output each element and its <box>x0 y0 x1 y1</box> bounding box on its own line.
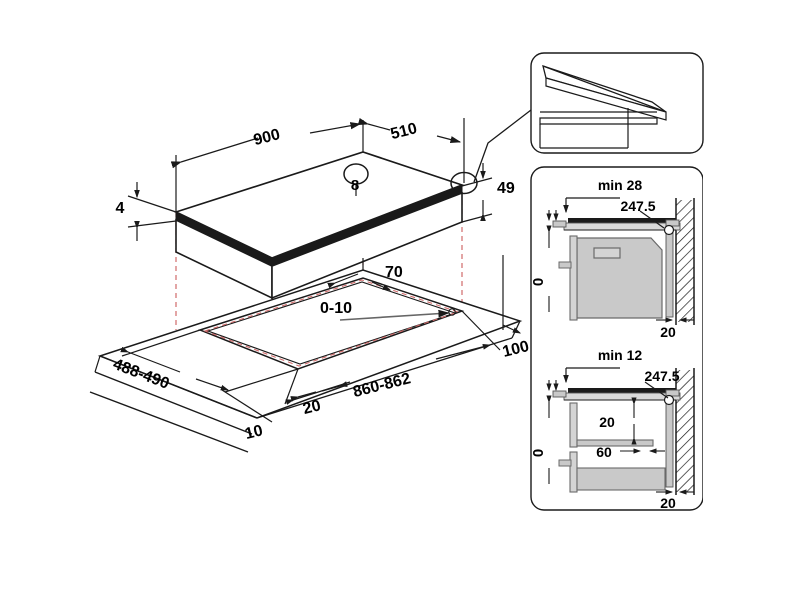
detail-slab-thickness <box>545 77 667 121</box>
dimension-488-490 <box>120 329 299 393</box>
shelf-b <box>576 439 654 447</box>
dim-49-label: 49 <box>497 180 515 197</box>
connector-circle-a <box>663 224 675 236</box>
dim-arrow-900-left <box>170 137 259 169</box>
dimension-70 <box>327 258 392 291</box>
arrow-860-right <box>435 344 492 360</box>
dim-arrow-510-right <box>436 135 462 144</box>
detail-leader-line <box>473 109 532 183</box>
arrow-488-left <box>120 346 181 373</box>
min-12-label: min 12 <box>598 347 643 363</box>
oven-handle-a <box>558 261 572 269</box>
arrow-488-right <box>195 378 230 391</box>
oven-front-panel-a <box>569 235 578 321</box>
dim-510-label: 510 <box>389 120 419 143</box>
dimension-20 <box>290 381 348 402</box>
dim-arrow-900-right <box>309 122 362 134</box>
ext-4-top <box>127 195 177 213</box>
min-28-label: min 28 <box>598 177 643 193</box>
cutout-dashed-outline <box>203 279 460 367</box>
support-post-b <box>665 401 674 488</box>
detail-edge-strip <box>539 117 658 125</box>
dim-247-5-label-b: 247.5 <box>644 368 679 384</box>
detail-slab-top-edge <box>542 65 667 113</box>
wall-hatch-a <box>676 200 694 322</box>
dim-20-label-b: 20 <box>599 414 615 430</box>
worktop-front-bottom <box>256 337 513 419</box>
cabinet-side-upper-b <box>569 402 578 448</box>
arrow-20-b <box>321 381 348 392</box>
cabinet-side-lower-b <box>569 451 578 493</box>
dim-20-label-a: 20 <box>660 324 676 340</box>
dim-247-5-leader-a <box>639 210 665 229</box>
drawer-box-b <box>576 467 666 491</box>
dim-0-10-label: 0-10 <box>320 300 352 317</box>
dim-900-label: 900 <box>252 126 282 149</box>
dim-8-label: 8 <box>351 177 359 194</box>
worktop-front-line-b <box>94 371 253 435</box>
dim-10-label: 10 <box>243 422 264 443</box>
dim-20-label-c: 20 <box>660 495 676 511</box>
dim-0-label-a: 0 <box>530 278 547 286</box>
worktop-edge-tick-left <box>94 355 101 373</box>
ext-860-left <box>284 368 299 405</box>
dim-20-label: 20 <box>301 397 322 418</box>
main-isometric-view: 900 510 8 49 4 <box>89 109 532 453</box>
dim-4-label: 4 <box>116 200 125 217</box>
wall-hatch-b <box>676 370 694 492</box>
arrow-100 <box>502 324 522 334</box>
dim-247-5-leader-b <box>644 381 669 399</box>
dim-60-label-b: 60 <box>596 444 612 460</box>
dim-0-10-leader <box>339 309 450 321</box>
dim-70-label: 70 <box>385 264 403 281</box>
hob-lip-left-a <box>552 220 567 228</box>
panel-right-clip-mask <box>703 167 800 510</box>
ext-49-top <box>461 177 493 187</box>
hob-glass-a <box>568 218 676 223</box>
section-with-drawer: min 12 247.5 0 20 60 20 <box>530 347 695 511</box>
arrow-20-a <box>290 391 317 402</box>
arrow-70-left <box>327 273 359 289</box>
dim-10-leader <box>221 389 273 423</box>
ext-860-right <box>461 310 501 351</box>
ext-488-b <box>224 368 299 393</box>
hob-glass-b <box>568 388 676 393</box>
corner-detail-content <box>539 65 667 149</box>
hob-lip-right-b <box>665 389 680 397</box>
worktop-front-line-c <box>89 391 249 453</box>
ext-49-bottom <box>461 213 493 223</box>
hob-lip-right-a <box>665 219 680 227</box>
section-with-oven: min 28 247.5 0 20 <box>530 177 695 340</box>
arrow-70-right <box>371 281 392 291</box>
dim-247-5-label-a: 247.5 <box>620 198 655 214</box>
dimension-4 <box>127 182 177 241</box>
oven-display-a <box>593 247 621 259</box>
dim-arrow-510-left <box>357 118 391 131</box>
dimension-49 <box>461 163 493 223</box>
cross-section-panel: min 28 247.5 0 20 <box>530 166 704 511</box>
dimension-900-510 <box>170 118 465 212</box>
corner-detail-panel <box>530 52 704 154</box>
dimension-100 <box>502 324 522 334</box>
ext-488-a <box>121 329 201 357</box>
dim-100-label: 100 <box>501 338 531 361</box>
support-post-a <box>665 231 674 318</box>
worktop-front-line-a <box>99 355 258 419</box>
dim-0-label-b: 0 <box>530 449 547 457</box>
drawer-handle-b <box>558 459 572 467</box>
hob-lip-left-b <box>552 390 567 398</box>
